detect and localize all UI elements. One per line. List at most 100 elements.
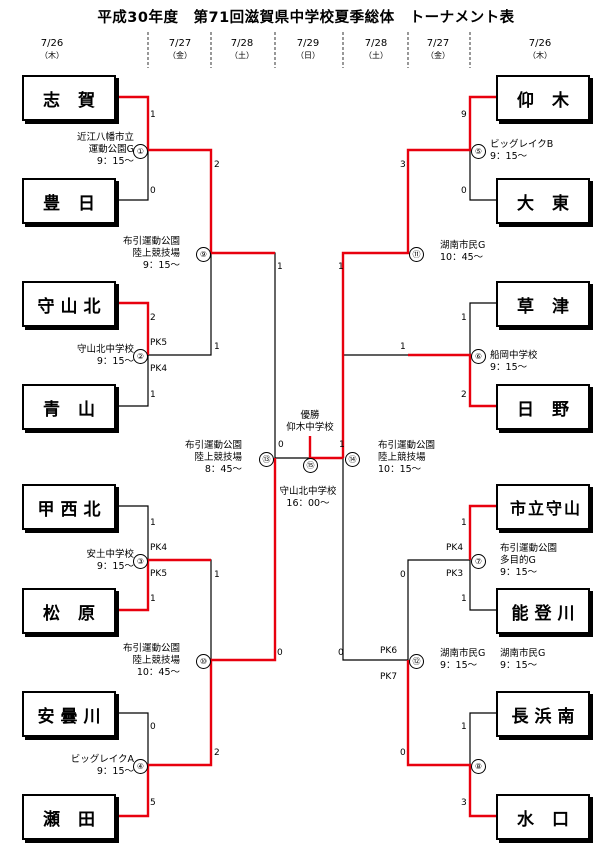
pk-m2-bottom: PK4	[150, 364, 168, 374]
score-m2-bottom: 1	[150, 390, 156, 400]
score-m1-bottom: 0	[150, 186, 156, 196]
match-number-7: ⑦	[471, 554, 486, 569]
date-col-2: 7/27 （金）	[150, 38, 210, 62]
team-right-4: 日 野	[496, 384, 590, 430]
date-col-6: 7/27 （金）	[408, 38, 468, 62]
team-right-5: 市立守山	[496, 484, 590, 530]
match-number-4: ④	[133, 759, 148, 774]
date-col-1: 7/26 （木）	[22, 38, 82, 62]
score-m15-left: 0	[278, 440, 284, 450]
score-m11-bottom: 1	[400, 342, 406, 352]
date-label: 7/26	[528, 38, 552, 49]
team-right-6: 能登川	[496, 588, 590, 634]
score-m8-top: 1	[461, 722, 467, 732]
score-m12-bottom: 0	[400, 748, 406, 758]
team-right-2: 大 東	[496, 178, 590, 224]
weekday-label: （木）	[528, 51, 552, 60]
team-right-8: 水 口	[496, 794, 590, 840]
match-number-15: ⑮	[303, 458, 318, 473]
date-col-3: 7/28 （土）	[212, 38, 272, 62]
score-m4-top: 0	[150, 722, 156, 732]
match-number-5: ⑤	[471, 144, 486, 159]
date-label: 7/27	[168, 38, 192, 49]
match-number-11: ⑪	[409, 247, 424, 262]
date-col-4: 7/29 （日）	[278, 38, 338, 62]
match-number-9: ⑨	[196, 247, 211, 262]
match-number-6: ⑥	[471, 349, 486, 364]
score-m6-top: 1	[461, 313, 467, 323]
score-m12-top: 0	[400, 570, 406, 580]
date-col-7: 7/26 （木）	[510, 38, 570, 62]
team-right-3: 草 津	[496, 281, 590, 327]
score-m9-bottom: 1	[214, 342, 220, 352]
pk-m7-bottom: PK3	[446, 569, 464, 579]
score-m10-top: 1	[214, 570, 220, 580]
weekday-label: （金）	[426, 51, 450, 60]
team-left-7: 安曇川	[22, 691, 116, 737]
pk-m12-bottom: PK7	[380, 672, 398, 682]
team-left-6: 松 原	[22, 588, 116, 634]
score-m15-right: 1	[339, 440, 345, 450]
weekday-label: （木）	[40, 51, 64, 60]
date-label: 7/26	[40, 38, 64, 49]
score-m3-bottom: 1	[150, 594, 156, 604]
score-m2-top: 2	[150, 313, 156, 323]
pk-m12-top: PK6	[380, 646, 398, 656]
score-m8-bottom: 3	[461, 798, 467, 808]
match-number-2: ②	[133, 349, 148, 364]
date-label: 7/27	[426, 38, 450, 49]
weekday-label: （土）	[230, 51, 254, 60]
team-left-5: 甲西北	[22, 484, 116, 530]
pk-m7-top: PK4	[446, 543, 464, 553]
date-label: 7/29	[296, 38, 320, 49]
score-m13-top: 1	[277, 262, 283, 272]
score-m7-bottom: 1	[461, 594, 467, 604]
weekday-label: （日）	[296, 51, 320, 60]
score-m1-top: 1	[150, 110, 156, 120]
team-right-1: 仰 木	[496, 75, 590, 121]
team-left-3: 守山北	[22, 281, 116, 327]
score-m7-top: 1	[461, 518, 467, 528]
score-m10-bottom: 2	[214, 748, 220, 758]
pk-m3-top: PK4	[150, 543, 168, 553]
team-left-4: 青 山	[22, 384, 116, 430]
weekday-label: （土）	[364, 51, 388, 60]
date-label: 7/28	[364, 38, 388, 49]
match-number-10: ⑩	[196, 654, 211, 669]
date-label: 7/28	[230, 38, 254, 49]
date-col-5: 7/28 （土）	[346, 38, 406, 62]
match-number-3: ③	[133, 554, 148, 569]
match-number-8: ⑧	[471, 759, 486, 774]
score-m9-top: 2	[214, 160, 220, 170]
score-m6-bottom: 2	[461, 390, 467, 400]
score-m5-top: 9	[461, 110, 467, 120]
match-number-14: ⑭	[345, 452, 360, 467]
match-number-13: ⑬	[259, 452, 274, 467]
match-number-1: ①	[133, 144, 148, 159]
score-m4-bottom: 5	[150, 798, 156, 808]
score-m13-bottom: 0	[277, 648, 283, 658]
score-m14-bottom: 0	[338, 648, 344, 658]
score-m5-bottom: 0	[461, 186, 467, 196]
team-left-2: 豊 日	[22, 178, 116, 224]
score-m11-top: 3	[400, 160, 406, 170]
team-right-7: 長浜南	[496, 691, 590, 737]
page-title: 平成30年度 第71回滋賀県中学校夏季総体 トーナメント表	[97, 10, 515, 26]
champion-label: 優勝仰木中学校	[286, 410, 334, 433]
match-number-12: ⑫	[409, 654, 424, 669]
weekday-label: （金）	[168, 51, 192, 60]
